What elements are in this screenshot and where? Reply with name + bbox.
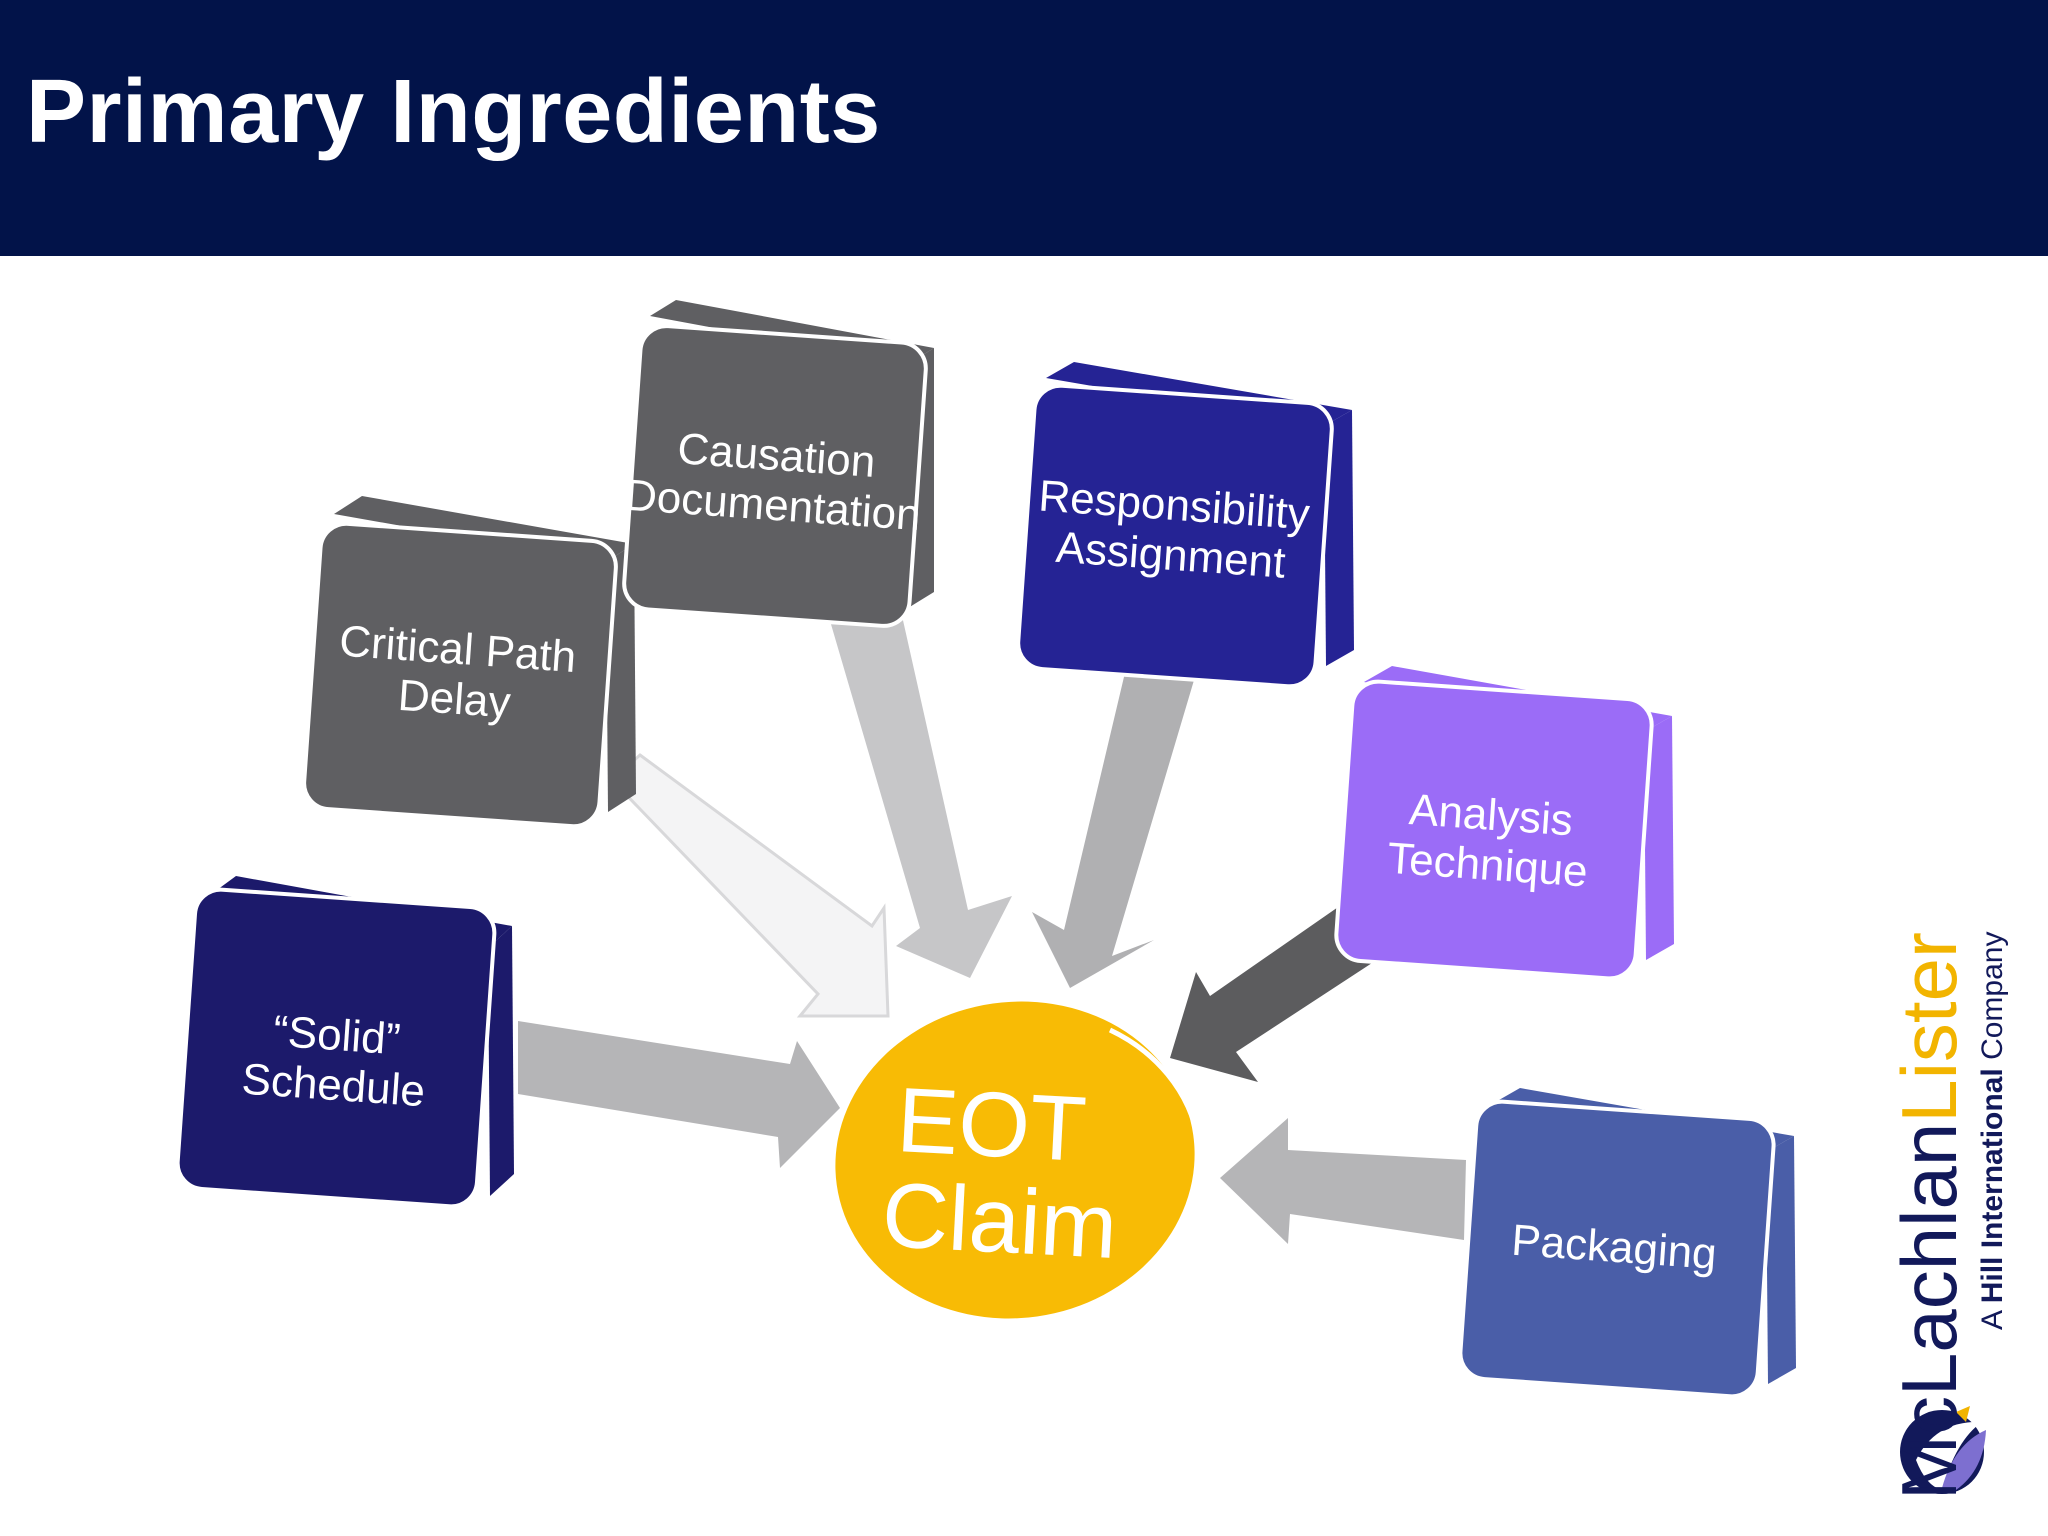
arrow-critical-path-delay <box>609 753 890 1018</box>
company-name-part2: Lister <box>1885 932 1973 1123</box>
page-title: Primary Ingredients <box>26 62 881 162</box>
company-logo: McLachlanLister A Hill International Com… <box>1885 780 2030 1500</box>
box-critical-path-delay: Critical Path Delay <box>302 496 636 829</box>
tagline-prefix: A <box>1976 1303 2009 1330</box>
arrow-causation-documentation <box>828 598 1012 978</box>
box-solid-schedule-line1: “Solid” <box>272 1007 402 1065</box>
company-logo-icon <box>1900 1406 1986 1494</box>
company-tagline: A Hill International Company <box>1976 932 2010 1330</box>
box-causation-documentation: Causation Documentation <box>622 300 934 628</box>
arrow-packaging <box>1220 1118 1466 1244</box>
arrow-solid-schedule <box>518 1021 840 1168</box>
center-line2: Claim <box>880 1164 1120 1278</box>
box-responsibility-assignment: Responsibility Assignment <box>1016 362 1354 689</box>
box-solid-schedule: “Solid” Schedule <box>175 876 514 1209</box>
arrow-responsibility-assignment <box>1032 660 1200 988</box>
box-critical-path-line2: Delay <box>396 671 512 728</box>
company-name: McLachlanLister <box>1885 932 1973 1500</box>
center-eot-claim: EOT Claim <box>835 1001 1204 1319</box>
box-analysis-line1: Analysis <box>1408 785 1575 845</box>
header-bar: Primary Ingredients <box>0 0 2048 256</box>
center-line1: EOT <box>895 1069 1089 1181</box>
tagline-bold: Hill International <box>1976 1068 2009 1304</box>
company-name-part1: McLachlan <box>1885 1122 1973 1500</box>
box-analysis-technique: Analysis Technique <box>1334 666 1674 981</box>
box-packaging: Packaging <box>1458 1088 1796 1399</box>
tagline-suffix: Company <box>1976 931 2009 1069</box>
